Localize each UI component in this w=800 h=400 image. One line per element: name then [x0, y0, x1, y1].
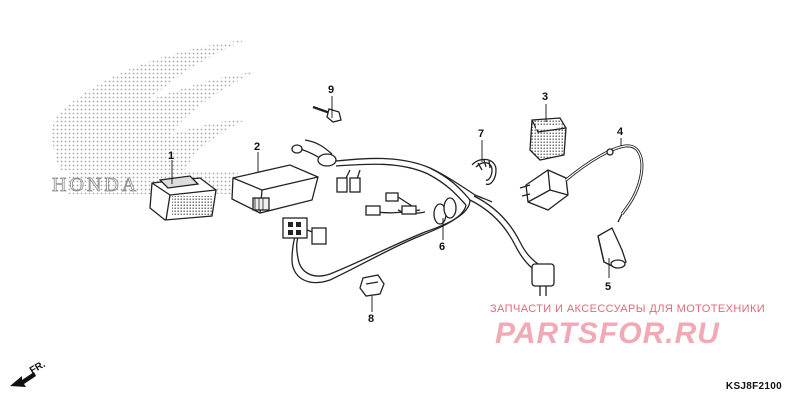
watermark-logo: PARTSFOR.RU: [495, 317, 720, 350]
callout-5: 5: [605, 281, 611, 293]
regulator-rectifier-part: [231, 164, 319, 214]
leader-lines: [171, 96, 622, 312]
wire-harness-part: [282, 139, 555, 296]
honda-wordmark: HONDA: [52, 174, 139, 196]
callout-8: 8: [368, 313, 374, 325]
callout-3: 3: [542, 91, 548, 103]
callout-7: 7: [478, 128, 484, 140]
harness-clip-part: [359, 274, 385, 297]
callout-2: 2: [254, 141, 260, 153]
wire-band-part: [471, 158, 497, 186]
diagram-reference-code: KSJ8F2100: [725, 381, 782, 392]
callout-4: 4: [617, 126, 624, 138]
watermark-tagline: ЗАПЧАСТИ И АКСЕССУАРЫ ДЛЯ МОТОТЕХНИКИ: [490, 303, 766, 315]
rubber-mount-part: [529, 117, 567, 161]
callout-9: 9: [328, 84, 334, 96]
spark-plug-cap-part: [597, 213, 627, 269]
front-direction-label: FR.: [28, 360, 48, 377]
callout-1: 1: [168, 150, 174, 162]
front-direction-arrow-icon: FR.: [10, 360, 48, 387]
honda-wing-logo: HONDA: [52, 40, 256, 196]
bolt-part: [312, 105, 342, 123]
cdi-unit-part: [149, 175, 217, 221]
callout-6: 6: [439, 241, 445, 253]
ignition-coil-part: [519, 144, 644, 215]
